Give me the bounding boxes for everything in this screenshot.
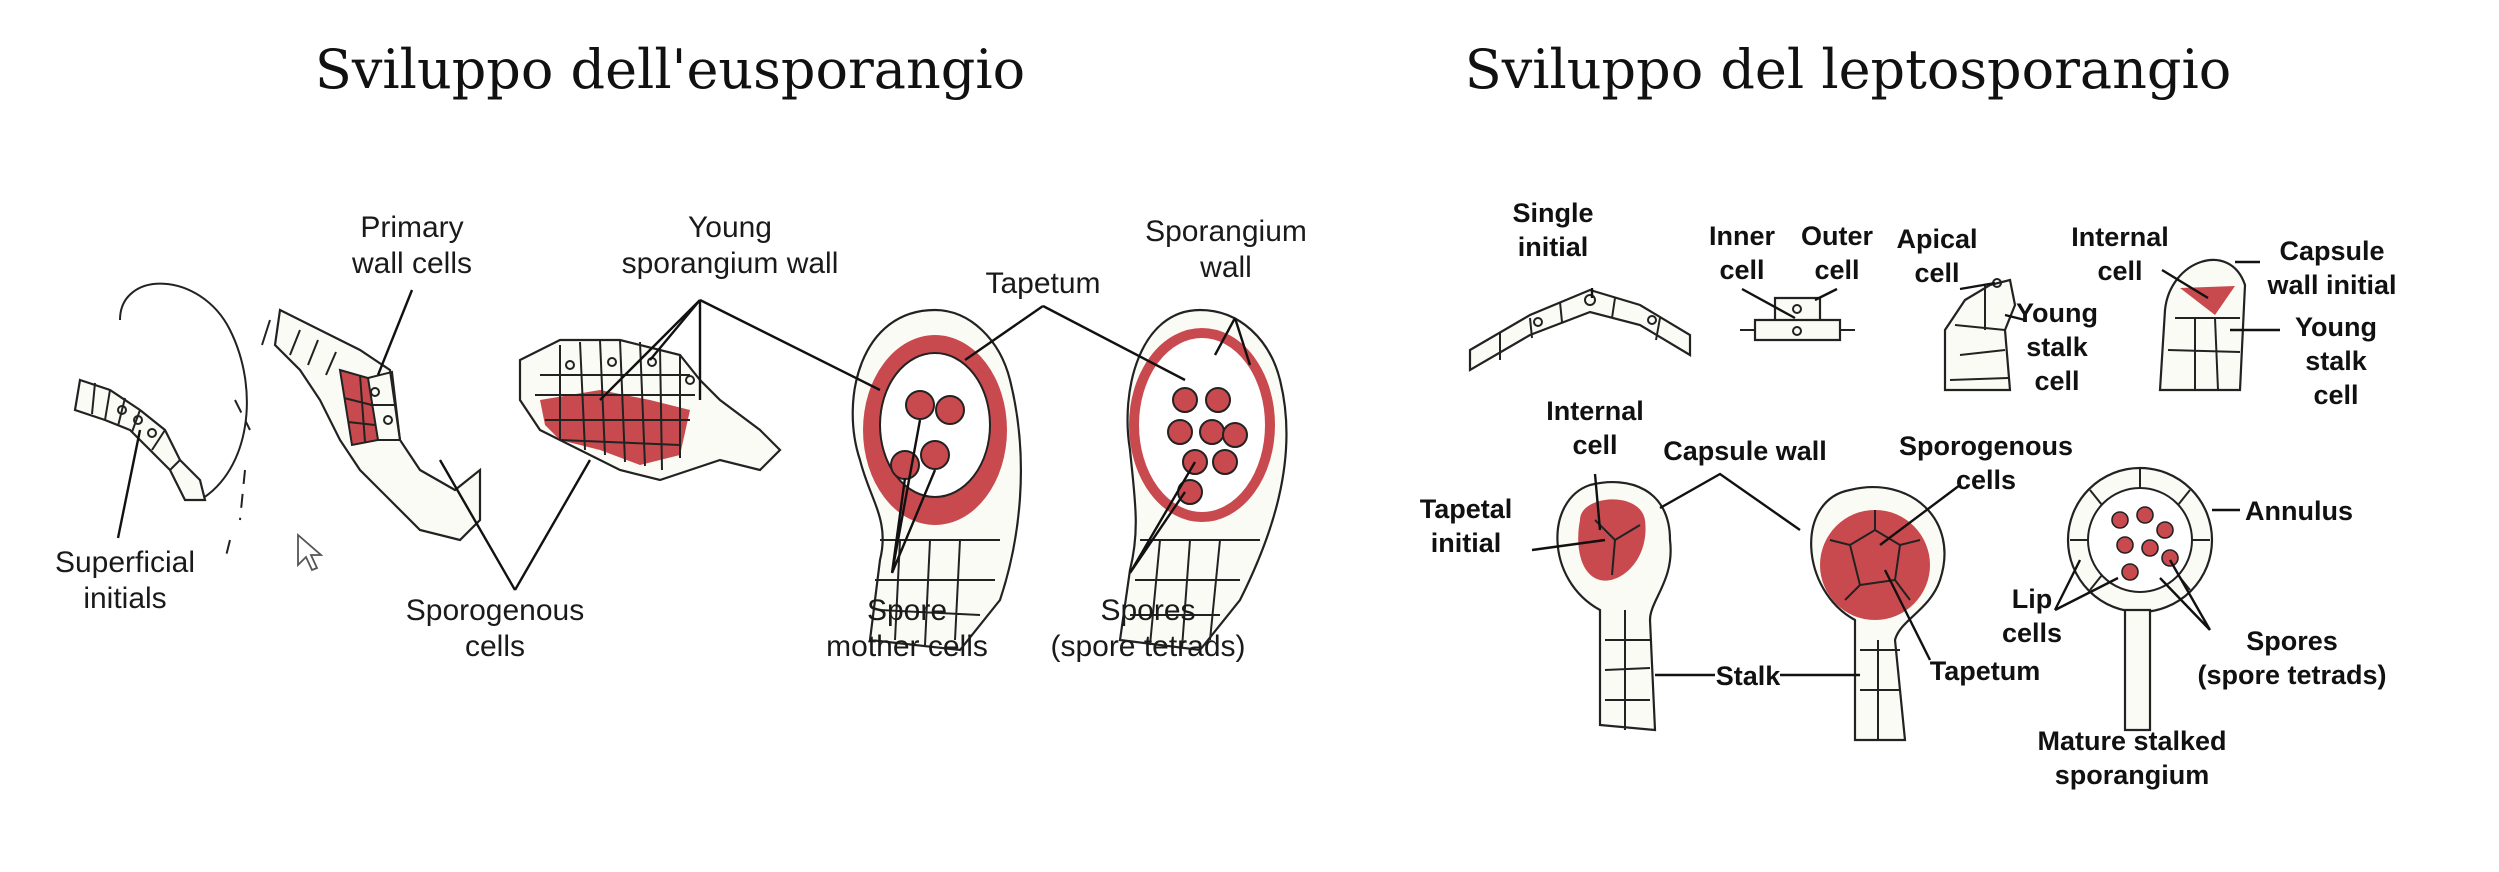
label-tapetum-r: Tapetum	[1930, 656, 2041, 686]
mouse-cursor-icon	[297, 533, 324, 572]
euspo-stage-2	[261, 308, 482, 542]
label-stalk: Stalk	[1716, 661, 1782, 691]
lepto-bottom-mature	[2066, 466, 2214, 732]
label-annulus: Annulus	[2245, 496, 2353, 526]
euspo-leader-lines	[116, 289, 1252, 591]
lepto-top-inner-outer	[1740, 296, 1855, 342]
lepto-leader-lines	[1531, 260, 2280, 677]
lepto-bottom-sporogenous	[1810, 486, 1946, 742]
lepto-top-apical	[1943, 278, 2017, 392]
lepto-top-single-initial	[1468, 288, 1692, 372]
lepto-bottom-tapetal	[1556, 481, 1672, 732]
euspo-stage-4	[851, 308, 1022, 652]
lepto-top-internal	[2158, 258, 2247, 392]
euspo-stage-1	[73, 282, 251, 561]
euspo-stage-3	[518, 338, 782, 482]
label-spores-r: Spores(spore tetrads)	[2197, 626, 2386, 690]
label-spores-left: Spores(spore tetrads)	[1050, 594, 1245, 663]
title-eusporangium: Sviluppo dell'eusporangio	[314, 38, 1026, 101]
label-tapetum: Tapetum	[985, 267, 1100, 300]
label-capsule-wall: Capsule wall	[1663, 436, 1827, 466]
title-leptosporangium: Sviluppo del leptosporangio	[1464, 38, 2232, 101]
